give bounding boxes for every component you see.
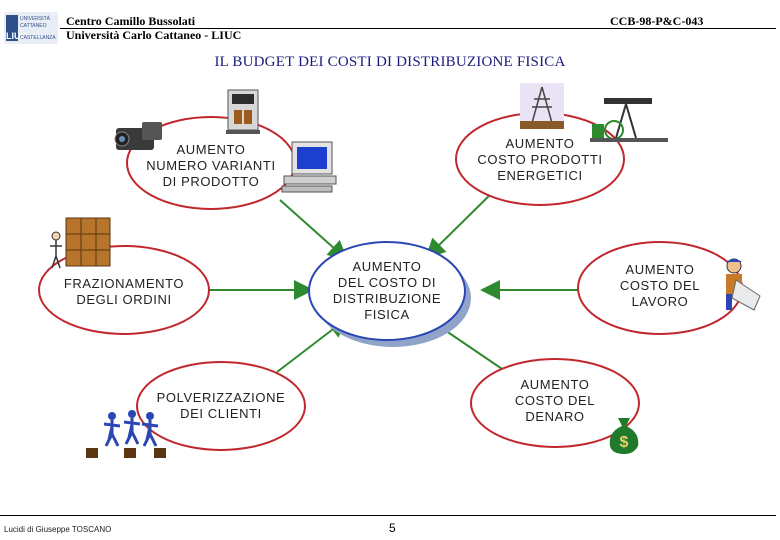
svg-text:$: $ [620, 434, 629, 451]
page-number: 5 [389, 521, 396, 535]
node-denaro-ellipse [470, 358, 640, 448]
page-title: IL BUDGET DEI COSTI DI DISTRIBUZIONE FIS… [214, 54, 566, 70]
worker-icon [726, 258, 761, 311]
money-bag-icon: $ [609, 418, 639, 454]
coffee-machine-icon [226, 89, 260, 134]
footer-rule [0, 515, 776, 516]
warehouse-shelves-icon [50, 217, 111, 269]
logo-icon: UNIVERSITÀ CATTANEO LIUC CASTELLANZA [4, 12, 58, 44]
doc-code: CCB-98-P&C-043 [610, 14, 704, 28]
footer-author: Lucidi di Giuseppe TOSCANO [4, 525, 112, 534]
logo-text-4: CASTELLANZA [20, 35, 56, 41]
org-university: Università Carlo Cattaneo - LIUC [66, 28, 242, 42]
header-rule [60, 28, 776, 29]
oil-pump-icon [590, 98, 668, 142]
power-pylon-icon [520, 83, 564, 129]
node-frazionamento-ellipse [38, 245, 210, 335]
logo-text-1: UNIVERSITÀ [20, 15, 51, 22]
logo-text-3: LIUC [6, 31, 27, 41]
org-name: Centro Camillo Bussolati [66, 14, 196, 28]
people-group-icon [86, 410, 166, 458]
camcorder-icon [114, 122, 162, 150]
arrow-energetici [425, 187, 498, 259]
logo: UNIVERSITÀ CATTANEO LIUC CASTELLANZA [4, 12, 58, 44]
logo-text-2: CATTANEO [20, 23, 47, 29]
center-ellipse [308, 241, 466, 341]
computer-icon [281, 141, 337, 193]
node-clienti-ellipse [136, 361, 306, 451]
arrow-varianti [279, 199, 348, 261]
